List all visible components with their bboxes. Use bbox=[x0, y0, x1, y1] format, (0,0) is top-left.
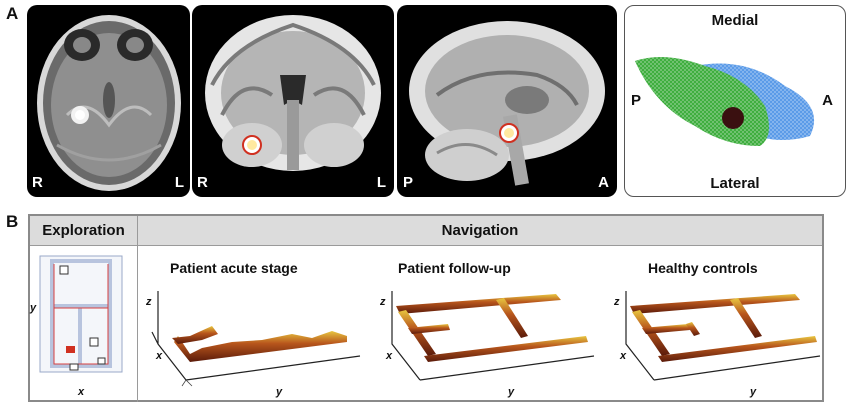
plot-acute-stage: Patient acute stage z x y bbox=[142, 246, 366, 402]
sagittal-orientation-left: P bbox=[403, 174, 414, 191]
exploration-header: Exploration bbox=[30, 216, 138, 246]
healthy-controls-surface bbox=[625, 291, 821, 381]
plot3-axis-z: z bbox=[614, 296, 620, 308]
panel-a-letter: A bbox=[6, 4, 19, 23]
coronal-mri-image: R L bbox=[192, 5, 394, 197]
mesh-illustration bbox=[635, 57, 815, 146]
navigation-header: Navigation bbox=[138, 216, 822, 246]
exploration-map-panel: y x bbox=[30, 246, 138, 402]
plot2-axis-x: x bbox=[386, 350, 393, 362]
axial-brain-illustration bbox=[37, 15, 181, 191]
plot3-axis-x: x bbox=[620, 350, 627, 362]
follow-up-surface bbox=[391, 291, 595, 381]
plot1-axis-z: z bbox=[146, 296, 152, 308]
plot3-axis-y: y bbox=[750, 386, 757, 398]
mesh-label-anterior: A bbox=[822, 92, 833, 109]
plot1-axis-y: y bbox=[276, 386, 283, 398]
plot-follow-up: Patient follow-up z x y bbox=[376, 246, 600, 402]
plot-healthy-controls: Healthy controls z x y bbox=[610, 246, 824, 402]
acute-stage-surface bbox=[151, 291, 361, 387]
mesh-label-posterior: P bbox=[631, 92, 642, 109]
exploration-axis-y: y bbox=[30, 302, 37, 314]
axial-orientation-left: R bbox=[32, 174, 43, 191]
mesh-label-medial: Medial bbox=[711, 12, 759, 29]
plot-title-healthy-controls: Healthy controls bbox=[648, 260, 758, 276]
exploration-axis-x: x bbox=[78, 386, 85, 398]
axial-mri-image: R L bbox=[27, 5, 190, 197]
plot-title-follow-up: Patient follow-up bbox=[398, 260, 511, 276]
axial-orientation-right: L bbox=[174, 174, 184, 191]
plot-title-acute-stage: Patient acute stage bbox=[170, 260, 298, 276]
plot1-axis-x: x bbox=[156, 350, 163, 362]
mesh-label-lateral: Lateral bbox=[710, 175, 760, 192]
coronal-orientation-right: L bbox=[376, 174, 386, 191]
panel-b-letter: B bbox=[6, 212, 19, 231]
exploration-map bbox=[39, 255, 123, 373]
sagittal-brain-illustration bbox=[409, 21, 605, 186]
plot2-axis-z: z bbox=[380, 296, 386, 308]
plot2-axis-y: y bbox=[508, 386, 515, 398]
coronal-orientation-left: R bbox=[197, 174, 208, 191]
sagittal-mri-image: P A bbox=[397, 5, 617, 197]
coronal-brain-illustration bbox=[205, 15, 381, 171]
hippocampus-mesh-panel: Medial Lateral P A bbox=[624, 5, 846, 197]
sagittal-orientation-right: A bbox=[598, 174, 609, 191]
navigation-figure-frame: Exploration Navigation y x Patient acute… bbox=[28, 214, 824, 402]
